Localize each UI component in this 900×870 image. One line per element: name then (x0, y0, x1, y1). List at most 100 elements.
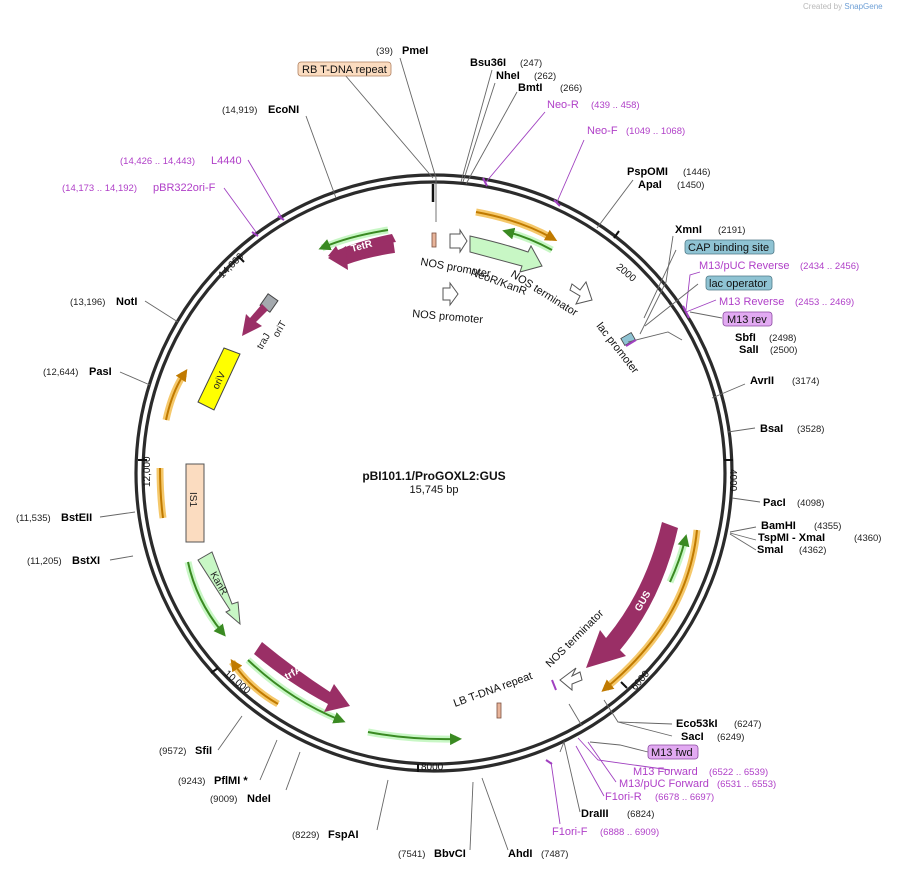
primer-pos-m13-puc-forward: (6531 .. 6553) (717, 779, 776, 790)
enzyme-saci[interactable]: SacI (681, 731, 704, 743)
enzyme-pos-bbvci: (7541) (398, 849, 425, 860)
rb-repeat-box[interactable]: RB T-DNA repeat (297, 61, 392, 77)
enzyme-bsai[interactable]: BsaI (760, 423, 783, 435)
enzyme-pos-ndei: (9009) (210, 794, 237, 805)
enzyme-pos-pspomi: (1446) (683, 167, 710, 178)
enzyme-smai[interactable]: SmaI (757, 544, 783, 556)
enzyme-pos-bsteii: (11,535) (16, 513, 51, 524)
nos-promoter-2-arrow (442, 281, 459, 307)
label-kanr: KanR (207, 570, 229, 597)
tick-label-4000: 4000 (727, 469, 738, 492)
primer-neo-r[interactable]: Neo-R (547, 99, 579, 111)
enzyme-draiii[interactable]: DraIII (581, 808, 609, 820)
enzyme-pspomi[interactable]: PspOMI (627, 166, 668, 178)
enzyme-sbfi[interactable]: SbfI (735, 332, 756, 344)
enzyme-xmni[interactable]: XmnI (675, 224, 702, 236)
tick-label-12000: 12,000 (142, 456, 153, 487)
enzyme-pos-nhei: (262) (534, 71, 556, 82)
enzyme-pos-ahdi: (7487) (541, 849, 568, 860)
primer-leader-lines (223, 111, 717, 825)
enzyme-ahdi[interactable]: AhdI (508, 848, 532, 860)
label-orit: oriT (271, 319, 289, 339)
rb-repeat-mark (431, 232, 437, 248)
nos-terminator-2-arrow (559, 667, 583, 692)
cap-site-label: CAP binding site (688, 242, 769, 254)
enzyme-pos-bsai: (3528) (797, 424, 824, 435)
enzyme-pos-sfii: (9572) (159, 746, 186, 757)
primer-neo-f[interactable]: Neo-F (587, 125, 618, 137)
primer-l4440[interactable]: L4440 (211, 155, 242, 167)
enzyme-paci[interactable]: PacI (763, 497, 786, 509)
primer-pos-f1ori-r: (6678 .. 6697) (655, 792, 714, 803)
primer-pbr322ori-f[interactable]: pBR322ori-F (153, 182, 216, 194)
primer-m13-reverse[interactable]: M13 Reverse (719, 296, 784, 308)
enzyme-pos-bstxi: (11,205) (27, 556, 62, 567)
enzyme-bsu36i[interactable]: Bsu36I (470, 57, 506, 69)
nos-promoter-1-arrow (449, 228, 468, 254)
traj-arrow (242, 304, 268, 336)
primer-pos-neo-r: (439 .. 458) (591, 100, 640, 111)
primer-m13-forward[interactable]: M13 Forward (633, 766, 698, 778)
enzyme-eco53ki[interactable]: Eco53kI (676, 718, 718, 730)
snapgene-brand: Created by SnapGene (803, 2, 883, 11)
enzyme-bbvci[interactable]: BbvCI (434, 848, 466, 860)
enzyme-pos-sbfi: (2498) (769, 333, 796, 344)
enzyme-pos-fspai: (8229) (292, 830, 319, 841)
enzyme-pos-draiii: (6824) (627, 809, 654, 820)
primer-pos-f1ori-f: (6888 .. 6909) (600, 827, 659, 838)
enzyme-apai[interactable]: ApaI (638, 179, 662, 191)
enzyme-sali[interactable]: SalI (739, 344, 759, 356)
enzyme-pos-avrii: (3174) (792, 376, 819, 387)
enzyme-pos-eco53ki: (6247) (734, 719, 761, 730)
primer-pos-m13-reverse: (2453 .. 2469) (795, 297, 854, 308)
is1-box (185, 463, 205, 543)
backbone-outer (134, 173, 734, 773)
enzyme-econi[interactable]: EcoNI (268, 104, 299, 116)
enzyme-avrii[interactable]: AvrII (750, 375, 774, 387)
m13-fwd-label: M13 fwd (651, 747, 693, 759)
enzyme-bstxi[interactable]: BstXI (72, 555, 100, 567)
oriv-box (197, 347, 241, 411)
nos-terminator-1-arrow (569, 280, 593, 305)
enzyme-noti[interactable]: NotI (116, 296, 137, 308)
enzyme-ndei[interactable]: NdeI (247, 793, 271, 805)
tick-marks (138, 230, 733, 772)
enzyme-pos-noti: (13,196) (70, 297, 105, 308)
trfa-arrow (254, 642, 350, 712)
primer-f1ori-r[interactable]: F1ori-R (605, 791, 642, 803)
enzyme-bamhi[interactable]: BamHI (761, 520, 796, 532)
lac-primer-mark (625, 339, 637, 347)
label-lb-repeat: LB T-DNA repeat (452, 670, 534, 710)
tick-label-8000: 8000 (421, 762, 444, 773)
primer-m13-puc-reverse[interactable]: M13/pUC Reverse (699, 260, 789, 272)
enzyme-fspai[interactable]: FspAI (328, 829, 359, 841)
primer-pos-pbr322ori-f: (14,173 .. 14,192) (62, 183, 137, 194)
primer-pos-m13-forward: (6522 .. 6539) (709, 767, 768, 778)
gus-arrow (586, 522, 678, 668)
plasmid-name: pBI101.1/ProGOXL2:GUS (362, 469, 505, 483)
enzyme-tspmi-xmai[interactable]: TspMI - XmaI (758, 532, 825, 544)
feature-leader-lines (568, 249, 723, 753)
enzyme-pos-pmei: (39) (376, 46, 393, 57)
enzyme-pos-sali: (2500) (770, 345, 797, 356)
m13-fwd-box[interactable]: M13 fwd (647, 744, 699, 760)
primer-pos-m13-puc-reverse: (2434 .. 2456) (800, 261, 859, 272)
enzyme-pos-paci: (4098) (797, 498, 824, 509)
enzyme-pos-saci: (6249) (717, 732, 744, 743)
lac-operator-box[interactable]: lac operator (705, 275, 773, 291)
enzyme-pmei[interactable]: PmeI (402, 45, 428, 57)
primer-f1ori-f[interactable]: F1ori-F (552, 826, 588, 838)
rb-repeat-label: RB T-DNA repeat (302, 64, 387, 76)
label-is1: IS1 (187, 492, 198, 507)
enzyme-nhei[interactable]: NheI (496, 70, 520, 82)
m13-rev-box[interactable]: M13 rev (722, 311, 773, 327)
enzyme-sfii[interactable]: SfiI (195, 745, 212, 757)
primer-m13-puc-forward[interactable]: M13/pUC Forward (619, 778, 709, 790)
enzyme-pflmi[interactable]: PflMI * (214, 775, 248, 787)
enzyme-bmti[interactable]: BmtI (518, 82, 542, 94)
enzyme-pasi[interactable]: PasI (89, 366, 112, 378)
cap-site-box[interactable]: CAP binding site (684, 239, 775, 255)
enzyme-bsteii[interactable]: BstEII (61, 512, 92, 524)
lb-primer-mark (551, 679, 557, 691)
tetr-body (341, 239, 396, 265)
